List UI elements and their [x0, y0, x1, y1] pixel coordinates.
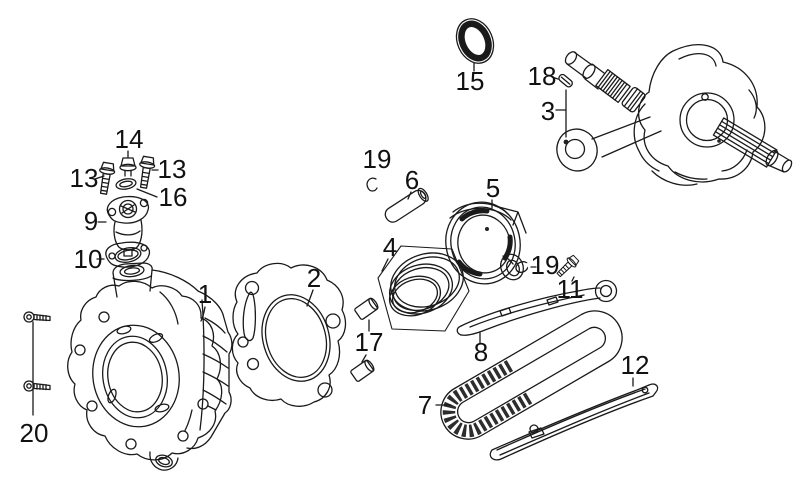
callout-20-label: 20: [20, 418, 49, 448]
part-20-mounting-bolts: [23, 311, 51, 416]
part-18-woodruff-key: [551, 73, 573, 88]
callout-10-label: 10: [74, 244, 103, 274]
callout-11-label: 11: [557, 274, 584, 304]
callout-1-label: 1: [198, 279, 212, 309]
leader-17: [361, 319, 370, 363]
part-19-pin-clip-left: [366, 177, 378, 192]
part-4-piston-ring-set: [377, 245, 470, 332]
callout-2-label: 2: [307, 263, 321, 293]
leader-11: [571, 276, 575, 282]
callout-19-right-label: 19: [531, 250, 560, 280]
leader-3: [555, 89, 567, 138]
callout-6-label: 6: [405, 165, 419, 195]
callout-9-label: 9: [84, 206, 98, 236]
part-9-thermostat-cover: [97, 195, 150, 257]
callout-17-label: 17: [355, 327, 384, 357]
part-10-thermostat-gasket: [96, 241, 151, 268]
callout-13-right-label: 13: [158, 154, 187, 184]
leader-16: [136, 188, 158, 198]
callout-14-label: 14: [115, 124, 144, 154]
part-11-pivot-bolt: [554, 253, 581, 282]
leader-13-left: [94, 175, 105, 180]
callout-8-label: 8: [474, 337, 488, 367]
leader-1: [200, 306, 206, 322]
part-15-seal-ring: [455, 18, 495, 72]
part-1-cylinder: [67, 262, 233, 471]
callout-16-label: 16: [159, 182, 188, 212]
part-13-bolt-left: [94, 161, 117, 196]
callout-labels: 1 2 3 4 5 6 7 8 9 10 11 12 13 13 14 15 1…: [20, 61, 650, 448]
callout-12-label: 12: [621, 350, 650, 380]
part-2-head-gasket: [231, 262, 347, 407]
leader-4: [381, 258, 389, 272]
part-13-bolt-right: [135, 155, 159, 190]
part-8-tensioner-arm: [456, 279, 618, 345]
part-5-piston: [445, 199, 527, 285]
callout-15-label: 15: [456, 66, 485, 96]
callout-5-label: 5: [486, 173, 500, 203]
leader-6: [407, 191, 412, 200]
part-6-piston-pin: [384, 187, 429, 223]
leader-18: [551, 76, 559, 80]
callout-4-label: 4: [383, 232, 397, 262]
callout-13-left-label: 13: [70, 163, 99, 193]
callout-19-left-label: 19: [363, 144, 392, 174]
part-17-dowel-pins: [350, 297, 379, 382]
callout-3-label: 3: [541, 96, 555, 126]
part-7-cam-chain: [435, 310, 623, 440]
part-12-chain-guide: [489, 377, 659, 461]
part-19-pin-clip-right: [515, 261, 537, 273]
leader-2: [306, 289, 314, 307]
callout-18-label: 18: [528, 61, 557, 91]
callout-7-label: 7: [418, 390, 432, 420]
part-14-sealing-bolt: [119, 150, 137, 177]
part-16-o-ring: [115, 178, 158, 198]
part-3-crankshaft: [555, 44, 793, 186]
